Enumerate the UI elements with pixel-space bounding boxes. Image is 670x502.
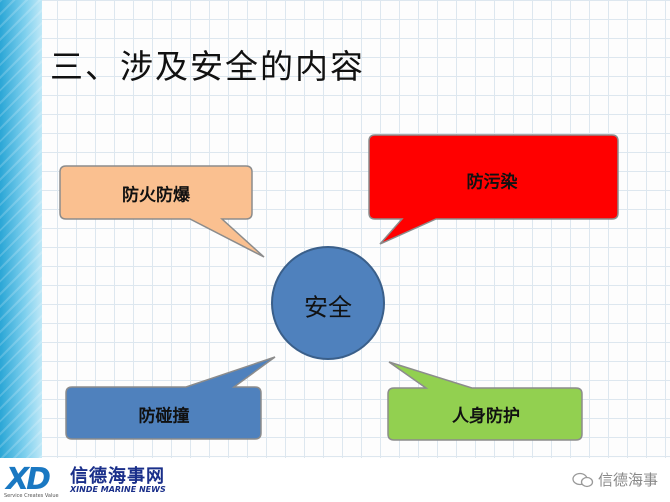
callout-collision — [65, 356, 276, 440]
wechat-icon — [572, 472, 594, 487]
label-personal: 人身防护 — [452, 406, 520, 427]
left-decorative-bar — [0, 0, 42, 502]
watermark: 信德海事 — [572, 469, 658, 490]
label-fire: 防火防爆 — [122, 185, 190, 206]
watermark-text: 信德海事 — [597, 471, 658, 489]
logo-tagline: Service Creates Value — [4, 493, 59, 499]
center-circle — [271, 246, 385, 360]
xd-logo-mark: XD — [6, 462, 51, 497]
callout-fire — [59, 165, 265, 258]
footer: XD 信德海事网 XINDE MARINE NEWS Service Creat… — [0, 458, 670, 502]
label-collision: 防碰撞 — [138, 406, 190, 427]
logo-english-name: XINDE MARINE NEWS — [70, 485, 166, 494]
slide-title: 三、涉及安全的内容 — [50, 47, 365, 86]
callout-personal — [387, 361, 583, 441]
label-pollution: 防污染 — [466, 172, 518, 193]
logo-chinese-name: 信德海事网 — [70, 466, 165, 487]
label-center: 安全 — [304, 293, 352, 322]
callout-pollution — [368, 134, 619, 245]
